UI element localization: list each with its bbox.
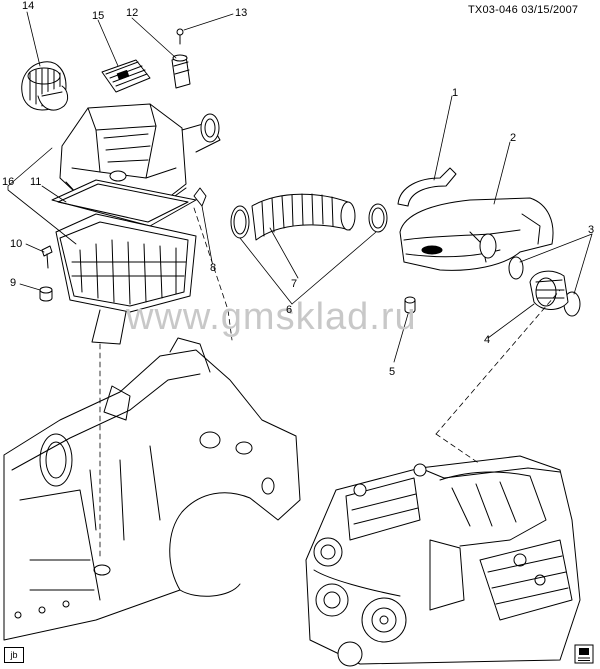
callout-5: 5 <box>389 366 396 378</box>
callout-2: 2 <box>510 132 517 144</box>
watermark: www.gmsklad.ru <box>126 296 417 338</box>
part-12-resonator <box>21 61 69 111</box>
callout-15: 13 <box>235 7 248 19</box>
corner-tag: jb <box>4 647 24 663</box>
callout-8: 8 <box>210 262 217 274</box>
part-7-intake-duct <box>251 193 356 241</box>
part-13-label <box>101 59 151 93</box>
leader-lines <box>7 11 593 363</box>
callout-10: 10 <box>10 238 23 250</box>
callout-3: 3 <box>588 224 595 236</box>
part-5-grommet <box>404 296 416 314</box>
part-9-grommet <box>39 286 53 302</box>
part-8-clip <box>193 187 207 207</box>
part-1-hose <box>397 167 457 207</box>
part-10-bolt <box>41 245 53 269</box>
callout-16: 16 <box>2 176 15 188</box>
callout-6: 6 <box>286 304 293 316</box>
part-air-cleaner-lower <box>55 213 197 345</box>
dashed-guides <box>99 207 561 561</box>
callout-7: 7 <box>291 278 298 290</box>
part-6-clamps <box>230 203 388 239</box>
callout-14: 12 <box>126 7 139 19</box>
callout-4: 4 <box>484 334 491 346</box>
part-4-coupler <box>529 270 569 310</box>
diagram-code: TX03-046 03/15/2007 <box>468 4 579 16</box>
part-14-maf-sensor <box>171 54 191 89</box>
callout-13: 15 <box>92 10 105 22</box>
part-2-resonator <box>399 197 554 271</box>
callout-1: 1 <box>452 87 459 99</box>
manual-book-icon <box>574 644 594 664</box>
callout-11: 11 <box>30 176 42 188</box>
engine-assembly <box>305 455 581 667</box>
part-15-screw <box>176 28 184 45</box>
part-11-filter <box>51 179 197 227</box>
fender-structure <box>3 337 301 641</box>
callout-9: 9 <box>10 277 17 289</box>
callout-12: 14 <box>22 0 35 12</box>
